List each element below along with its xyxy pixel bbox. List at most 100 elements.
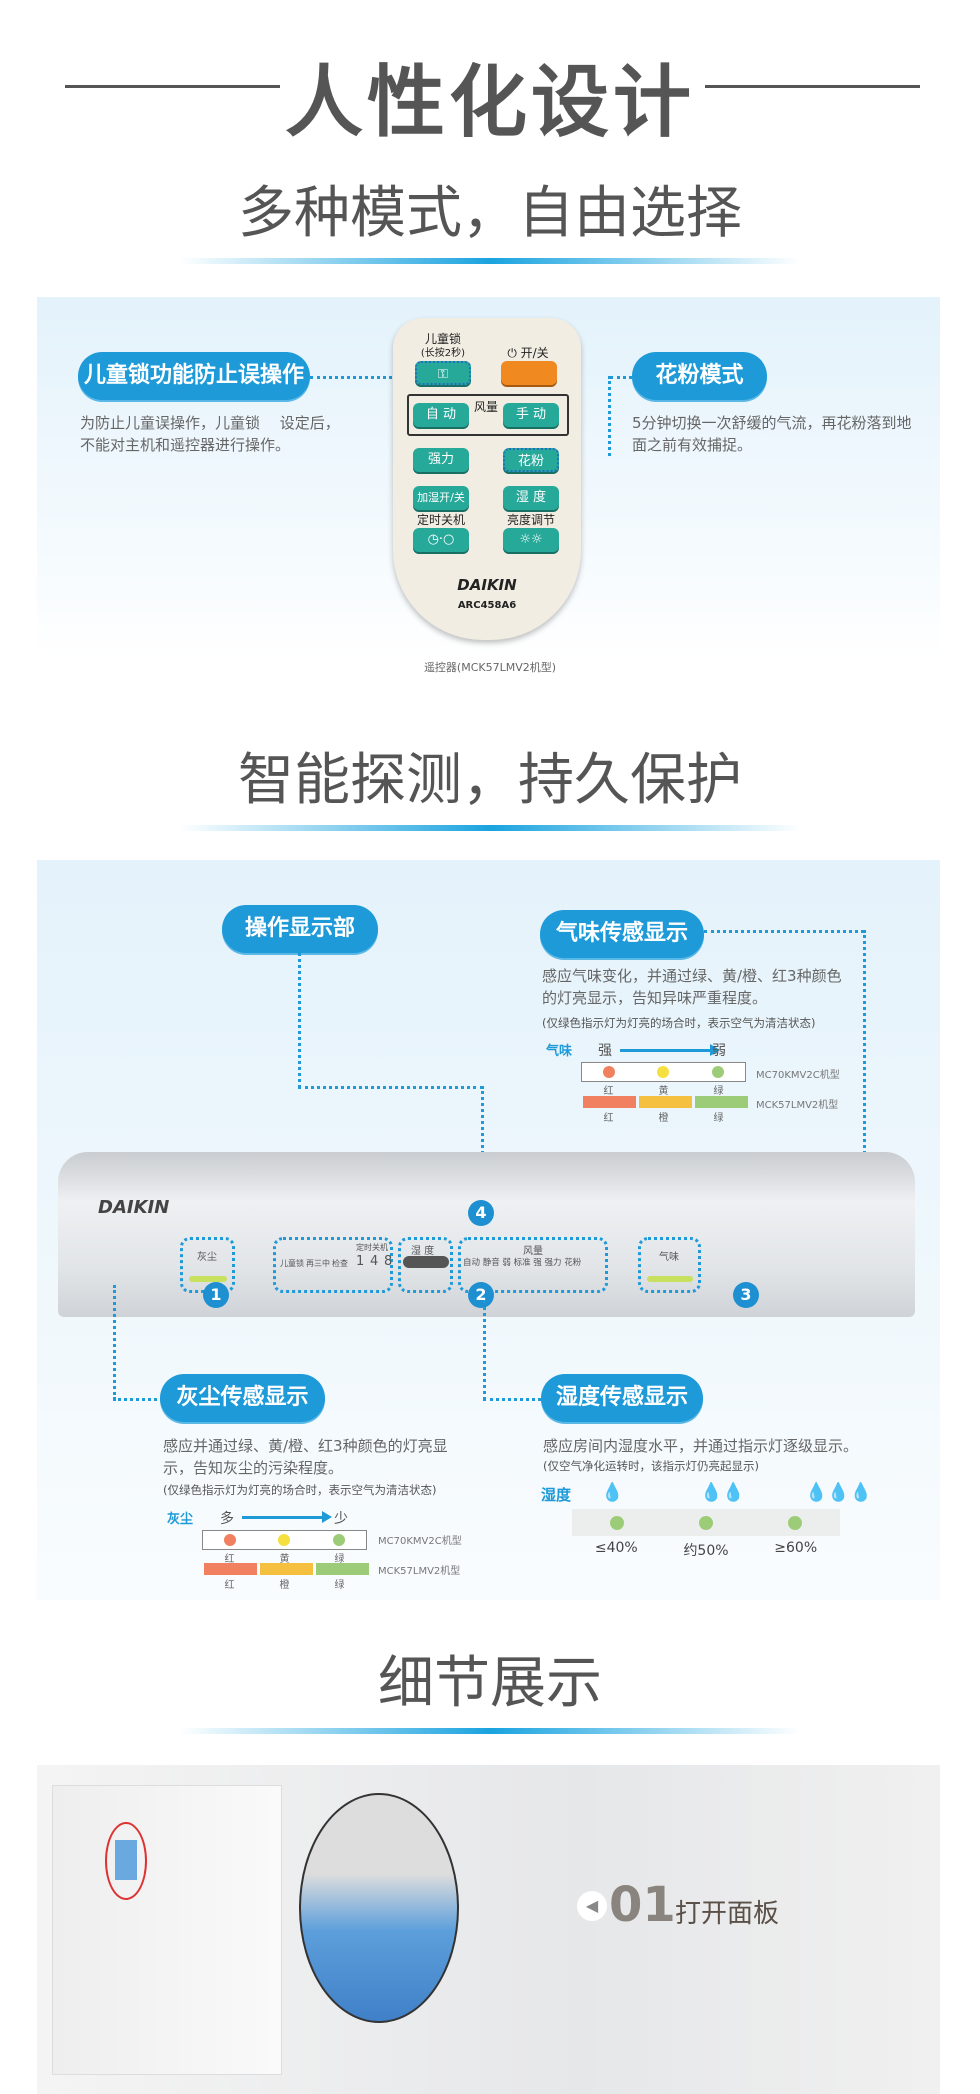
green-light	[609, 1515, 624, 1530]
purifier-image	[52, 1785, 282, 2075]
connector	[113, 1398, 163, 1401]
humidity-button[interactable]: 湿 度	[503, 486, 559, 510]
connector	[298, 953, 301, 1088]
odor-pill: 气味传感显示	[540, 910, 704, 958]
humidity-axis-label: 湿度	[541, 1486, 572, 1504]
green-light	[332, 1534, 345, 1546]
timer-button[interactable]: ◷·○	[413, 528, 469, 552]
child-lock-button[interactable]: ⚿	[415, 361, 471, 385]
filter-label: 再三中	[306, 1259, 330, 1268]
color-label: 黄	[279, 1554, 290, 1565]
divider	[180, 1728, 800, 1734]
color-label: 绿	[713, 1113, 724, 1124]
red-light	[224, 1534, 237, 1546]
dust-desc: 感应并通过绿、黄/橙、红3种颜色的灯亮显示，告知灰尘的污染程度。	[163, 1437, 448, 1477]
arrow-icon	[620, 1049, 710, 1052]
section1-subtitle: 多种模式，自由选择	[238, 181, 742, 246]
fan-group	[407, 394, 569, 436]
dust-from: 多	[220, 1511, 234, 1527]
power-button[interactable]	[501, 361, 557, 385]
child-lock-label: 儿童锁	[424, 332, 461, 346]
title-line-left	[65, 85, 280, 88]
color-label: 橙	[279, 1580, 290, 1591]
odor-note: (仅绿色指示灯为灯亮的场合时，表示空气为清洁状态)	[542, 1016, 816, 1030]
arrow-icon	[242, 1516, 322, 1519]
section2-subtitle: 智能探测，持久保护	[238, 748, 742, 813]
brightness-button[interactable]: ☼☼	[503, 528, 559, 552]
connector	[863, 930, 866, 1255]
pollen-desc: 5分钟切换一次舒缓的气流，再花粉落到地面之前有效捕捉。	[632, 414, 912, 454]
color-label: 绿	[334, 1554, 345, 1565]
drops-icon	[403, 1256, 449, 1268]
humidify-button[interactable]: 加湿开/关	[413, 486, 469, 510]
fan-label: 风量	[473, 400, 498, 414]
zoom-detail-image	[299, 1793, 459, 2023]
connector	[310, 376, 405, 379]
manual-button[interactable]: 手 动	[503, 403, 559, 427]
dust-label: 灰尘	[197, 1252, 217, 1263]
dust-caption-a: 红黄绿	[202, 1550, 367, 1565]
step-label: 打开面板	[675, 1899, 780, 1929]
dust-legend-a	[202, 1530, 367, 1550]
model-a: MC70KMV2C机型	[756, 1070, 840, 1081]
model-b: MCK57LMV2机型	[756, 1100, 839, 1111]
fan-modes: 自动 静音 弱 标准 强 强力 花粉	[463, 1258, 582, 1268]
connector	[298, 1086, 483, 1089]
remote-model: ARC458A6	[457, 600, 517, 611]
odor-caption-b: 红橙绿	[581, 1109, 746, 1124]
brand-logo: DAIKIN	[98, 1197, 170, 1218]
dust-note: (仅绿色指示灯为灯亮的场合时，表示空气为清洁状态)	[163, 1483, 437, 1497]
odor-legend-a	[581, 1062, 746, 1082]
model-a: MC70KMV2C机型	[378, 1536, 462, 1547]
odor-axis-label: 气味	[546, 1044, 573, 1059]
model-b: MCK57LMV2机型	[378, 1566, 461, 1577]
green-light	[788, 1515, 803, 1530]
level-label: ≥60%	[774, 1540, 818, 1556]
filter-image	[115, 1840, 137, 1880]
odor-label: 气味	[659, 1252, 679, 1263]
dust-axis-label: 灰尘	[167, 1512, 194, 1527]
color-label: 绿	[713, 1086, 724, 1097]
pollen-button[interactable]: 花粉	[503, 448, 559, 472]
color-label: 红	[224, 1554, 235, 1565]
level-label: 约50%	[683, 1543, 729, 1559]
remote-caption: 遥控器(MCK57LMV2机型)	[423, 661, 557, 674]
yellow-light	[657, 1066, 670, 1078]
turbo-button[interactable]: 强力	[413, 448, 469, 472]
dust-light	[189, 1276, 227, 1282]
badge-3: 3	[733, 1282, 759, 1308]
power-label: ⏻ 开/关	[507, 346, 549, 360]
chevron-left-icon[interactable]: ◀	[577, 1891, 607, 1921]
lock-label: 儿童锁	[280, 1259, 304, 1268]
arrow-head-icon	[710, 1044, 720, 1056]
humidity-label: 湿 度	[411, 1246, 435, 1257]
dust-pill: 灰尘传感显示	[160, 1374, 325, 1422]
odor-bars-b	[583, 1096, 748, 1108]
red-light	[603, 1066, 616, 1078]
step-number: 01	[609, 1877, 676, 1933]
timer-label: 定时关机	[416, 513, 465, 527]
badge-1: 1	[203, 1282, 229, 1308]
color-label: 红	[603, 1113, 614, 1124]
highlight-circle	[105, 1822, 147, 1900]
level-label: ≤40%	[594, 1540, 638, 1556]
title-line-right	[705, 85, 920, 88]
drop-2-icon: 💧💧	[700, 1482, 745, 1503]
detail-photo: ◀ 01 打开面板	[37, 1765, 940, 2094]
odor-section: 气味	[638, 1237, 701, 1293]
badge-2: 2	[468, 1282, 494, 1308]
dust-to: 少	[334, 1511, 348, 1527]
yellow-light	[278, 1534, 291, 1546]
page-title: 人性化设计	[284, 58, 695, 148]
dust-bars-b	[204, 1563, 369, 1575]
green-light	[698, 1515, 713, 1530]
display-pill: 操作显示部	[222, 905, 378, 953]
fan-label: 风量	[523, 1246, 543, 1257]
child-lock-pill: 儿童锁功能防止误操作	[78, 352, 310, 400]
section3-subtitle: 细节展示	[378, 1651, 602, 1716]
drop-1-icon: 💧	[601, 1482, 624, 1503]
remote-control: 儿童锁 (长按2秒) ⚿ ⏻ 开/关 自 动 风量 手 动 强力 花粉 加湿开/…	[393, 318, 581, 640]
odor-from: 强	[598, 1043, 612, 1059]
auto-button[interactable]: 自 动	[413, 403, 469, 427]
